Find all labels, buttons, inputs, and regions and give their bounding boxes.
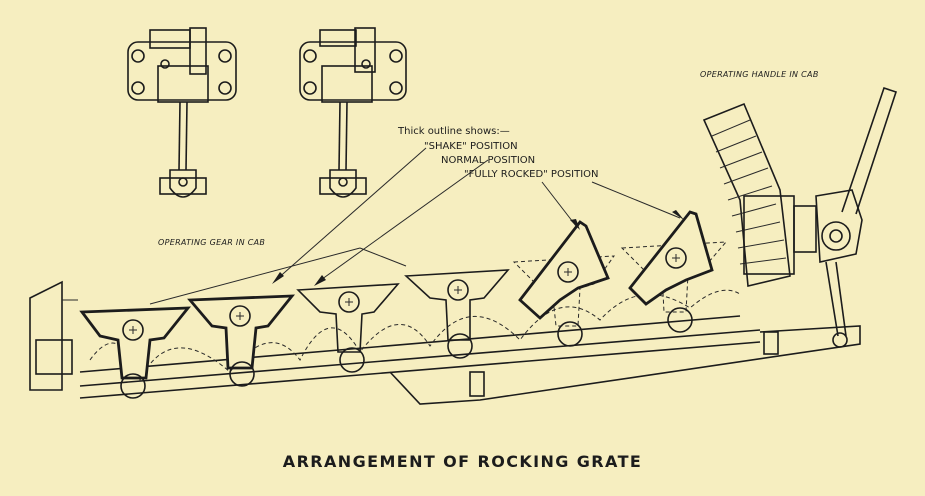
grate-bar-2 xyxy=(187,294,296,387)
diagram-caption: ARRANGEMENT OF ROCKING GRATE xyxy=(282,452,643,471)
legend-fully-rocked-position: "FULLY ROCKED" POSITION xyxy=(464,169,599,180)
operating-handle-label: OPERATING HANDLE IN CAB xyxy=(700,70,819,79)
legend-heading: Thick outline shows:— xyxy=(398,126,510,137)
operating-handle-mechanism xyxy=(702,86,898,348)
legend-pointers xyxy=(149,147,684,305)
grate-bar-5 xyxy=(512,220,616,347)
operating-gear-assembly-right xyxy=(299,27,407,198)
grate-bar-1 xyxy=(79,306,192,399)
operating-gear-label: OPERATING GEAR IN CAB xyxy=(158,238,266,247)
operating-gear-assembly-left xyxy=(127,27,237,198)
grate-left-end-frame xyxy=(29,280,78,391)
legend-normal-position: NORMAL POSITION xyxy=(441,155,536,166)
grate-bar-4 xyxy=(404,269,510,359)
legend-shake-position: "SHAKE" POSITION xyxy=(424,141,518,152)
connecting-rod xyxy=(89,289,741,382)
grate-bar-3 xyxy=(296,283,400,373)
grate-frame xyxy=(79,315,861,405)
grate-bar-6 xyxy=(620,210,728,333)
